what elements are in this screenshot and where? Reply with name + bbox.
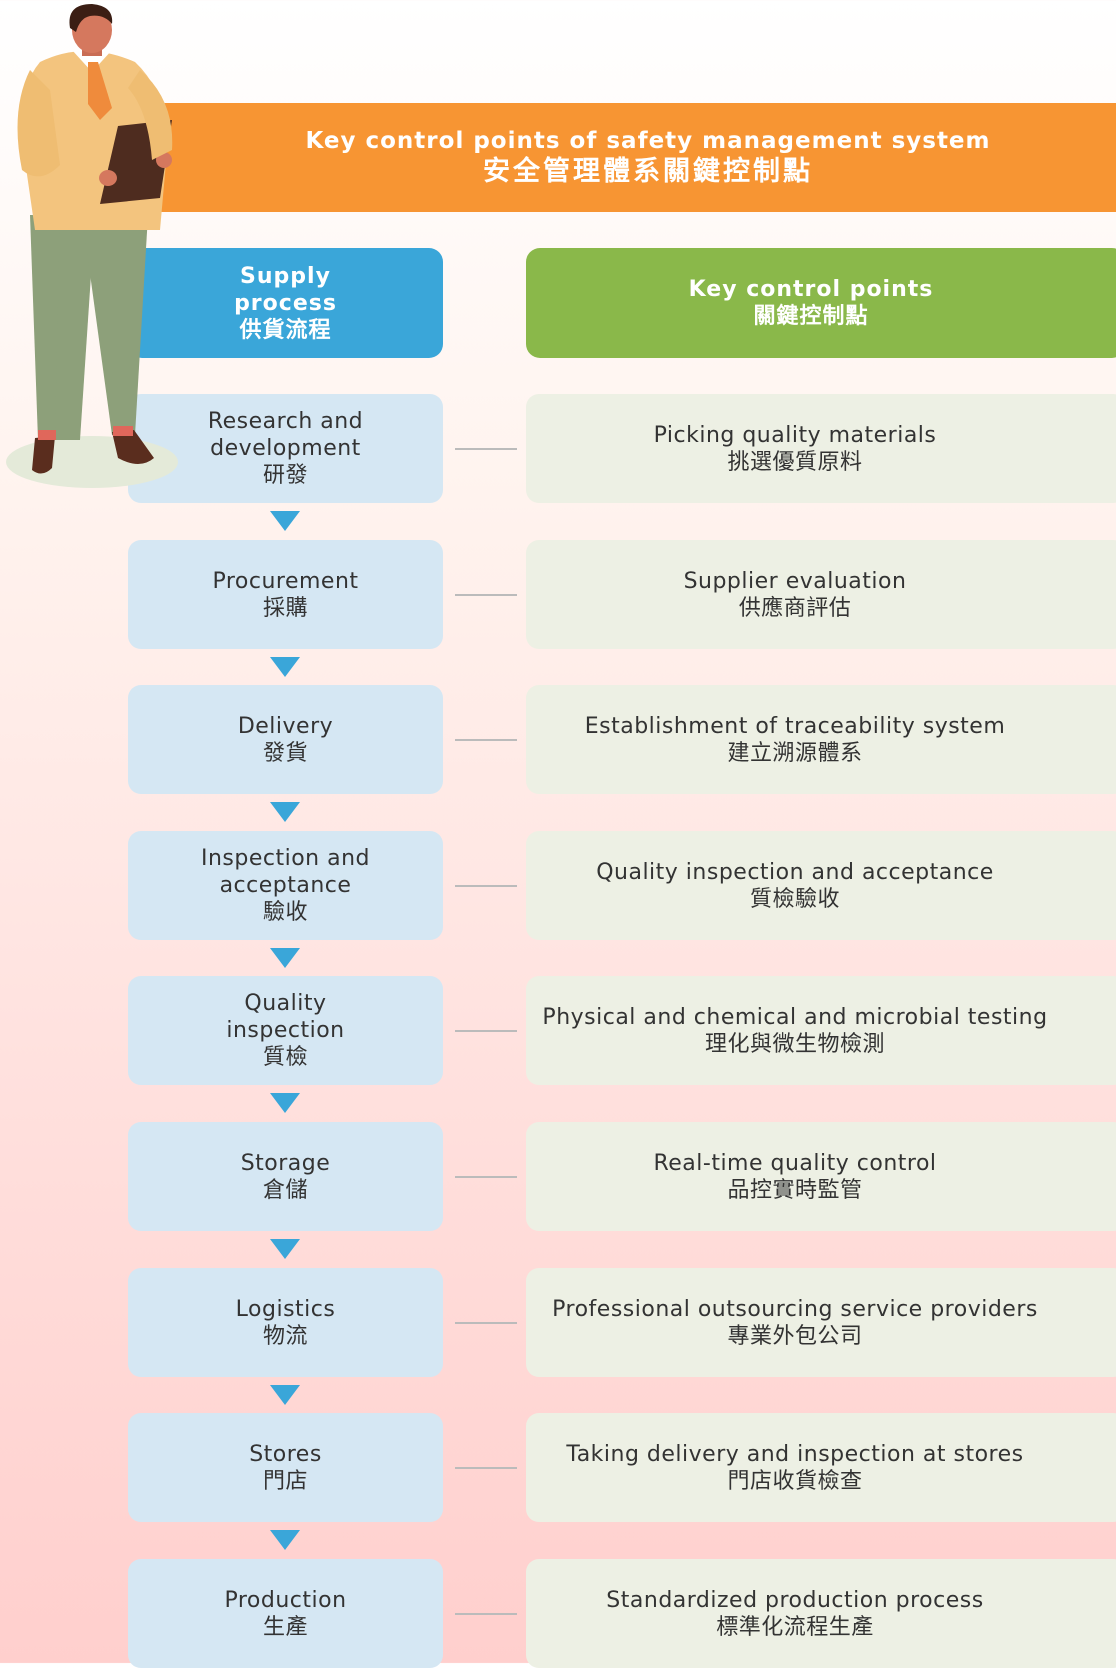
point-label-en: Picking quality materials	[653, 422, 937, 448]
step-label-zh: 採購	[262, 595, 308, 621]
point-label-en: Quality inspection and acceptance	[596, 859, 994, 885]
process-step: Inspection and acceptance 驗收	[128, 831, 443, 940]
title-banner: Key control points of safety management …	[140, 103, 1116, 212]
control-point: Supplier evaluation 供應商評估	[526, 540, 1116, 649]
point-label-en: Physical and chemical and microbial test…	[542, 1004, 1048, 1030]
process-step: Stores 門店	[128, 1413, 443, 1522]
flow-arrow-icon	[270, 1385, 300, 1405]
control-point: Picking quality materials 挑選優質原料	[526, 394, 1116, 503]
banner-title-zh: 安全管理體系關鍵控制點	[483, 155, 813, 187]
control-point: Taking delivery and inspection at stores…	[526, 1413, 1116, 1522]
step-label-en: Delivery	[237, 713, 334, 739]
control-point: Physical and chemical and microbial test…	[526, 976, 1116, 1085]
supply-header-zh: 供貨流程	[239, 317, 332, 343]
connector-line	[455, 885, 517, 887]
step-label-zh: 發貨	[262, 740, 308, 766]
flow-arrow-icon	[270, 511, 300, 531]
process-step: Storage 倉儲	[128, 1122, 443, 1231]
control-point: Standardized production process 標準化流程生產	[526, 1559, 1116, 1668]
point-label-en: Professional outsourcing service provide…	[552, 1296, 1038, 1322]
step-label-en: Stores	[249, 1441, 322, 1467]
point-label-zh: 品控實時監管	[727, 1177, 863, 1203]
flow-arrow-icon	[270, 1530, 300, 1550]
connector-line	[455, 1322, 517, 1324]
control-point: Quality inspection and acceptance 質檢驗收	[526, 831, 1116, 940]
step-label-en: Procurement	[212, 568, 359, 594]
point-label-zh: 供應商評估	[738, 595, 852, 621]
step-label-en: Quality inspection	[226, 991, 345, 1043]
supply-header-en-line1: Supply	[240, 263, 331, 289]
process-step: Logistics 物流	[128, 1268, 443, 1377]
point-label-zh: 質檢驗收	[749, 886, 840, 912]
flow-arrow-icon	[270, 948, 300, 968]
step-label-zh: 驗收	[262, 900, 308, 925]
control-point: Establishment of traceability system 建立溯…	[526, 685, 1116, 794]
process-row: Quality inspection 質檢 Physical and chemi…	[0, 976, 1116, 1085]
banner-title-en: Key control points of safety management …	[305, 127, 991, 154]
point-label-zh: 專業外包公司	[727, 1323, 863, 1349]
point-label-zh: 理化與微生物檢測	[704, 1031, 885, 1057]
process-row: Storage 倉儲 Real-time quality control 品控實…	[0, 1122, 1116, 1231]
process-row: Inspection and acceptance 驗收 Quality ins…	[0, 831, 1116, 940]
point-label-en: Standardized production process	[606, 1587, 984, 1613]
connector-line	[455, 594, 517, 596]
step-label-en: Production	[224, 1587, 347, 1613]
process-row: Research and development 研發 Picking qual…	[0, 394, 1116, 503]
point-label-en: Real-time quality control	[653, 1150, 937, 1176]
control-point: Real-time quality control 品控實時監管	[526, 1122, 1116, 1231]
connector-line	[455, 1467, 517, 1469]
step-label-zh: 物流	[262, 1323, 308, 1349]
point-label-zh: 建立溯源體系	[727, 740, 863, 766]
process-step: Delivery 發貨	[128, 685, 443, 794]
process-row: Delivery 發貨 Establishment of traceabilit…	[0, 685, 1116, 794]
point-label-en: Supplier evaluation	[683, 568, 907, 594]
process-row: Production 生產 Standardized production pr…	[0, 1559, 1116, 1668]
step-label-en: Logistics	[235, 1296, 336, 1322]
flow-arrow-icon	[270, 1239, 300, 1259]
connector-line	[455, 1030, 517, 1032]
point-label-zh: 門店收貨檢查	[727, 1468, 863, 1494]
connector-line	[455, 1613, 517, 1615]
step-label-zh: 生產	[262, 1614, 308, 1640]
process-step: Production 生產	[128, 1559, 443, 1668]
process-step: Research and development 研發	[128, 394, 443, 503]
step-label-zh: 質檢	[262, 1045, 308, 1070]
step-label-zh: 研發	[262, 463, 308, 488]
process-step: Quality inspection 質檢	[128, 976, 443, 1085]
key-control-points-header: Key control points 關鍵控制點	[526, 248, 1116, 358]
connector-line	[455, 739, 517, 741]
connector-line	[455, 1176, 517, 1178]
process-step: Procurement 採購	[128, 540, 443, 649]
flow-arrow-icon	[270, 802, 300, 822]
step-label-en: Research and development	[207, 409, 364, 461]
connector-line	[455, 448, 517, 450]
point-label-en: Taking delivery and inspection at stores	[566, 1441, 1024, 1467]
point-label-zh: 挑選優質原料	[727, 449, 863, 475]
supply-header-en-line2: process	[234, 290, 337, 316]
flow-arrow-icon	[270, 1093, 300, 1113]
key-header-zh: 關鍵控制點	[753, 304, 869, 329]
point-label-zh: 標準化流程生產	[716, 1614, 874, 1640]
point-label-en: Establishment of traceability system	[584, 713, 1006, 739]
process-row: Logistics 物流 Professional outsourcing se…	[0, 1268, 1116, 1377]
flow-arrow-icon	[270, 657, 300, 677]
step-label-zh: 門店	[262, 1468, 308, 1494]
control-point: Professional outsourcing service provide…	[526, 1268, 1116, 1377]
step-label-en: Storage	[240, 1150, 331, 1176]
key-header-en: Key control points	[688, 277, 934, 302]
step-label-zh: 倉儲	[262, 1177, 308, 1203]
process-row: Procurement 採購 Supplier evaluation 供應商評估	[0, 540, 1116, 649]
step-label-en: Inspection and acceptance	[200, 846, 370, 898]
supply-process-header: Supply process 供貨流程	[128, 248, 443, 358]
person-with-clipboard-icon	[6, 4, 178, 488]
process-row: Stores 門店 Taking delivery and inspection…	[0, 1413, 1116, 1522]
